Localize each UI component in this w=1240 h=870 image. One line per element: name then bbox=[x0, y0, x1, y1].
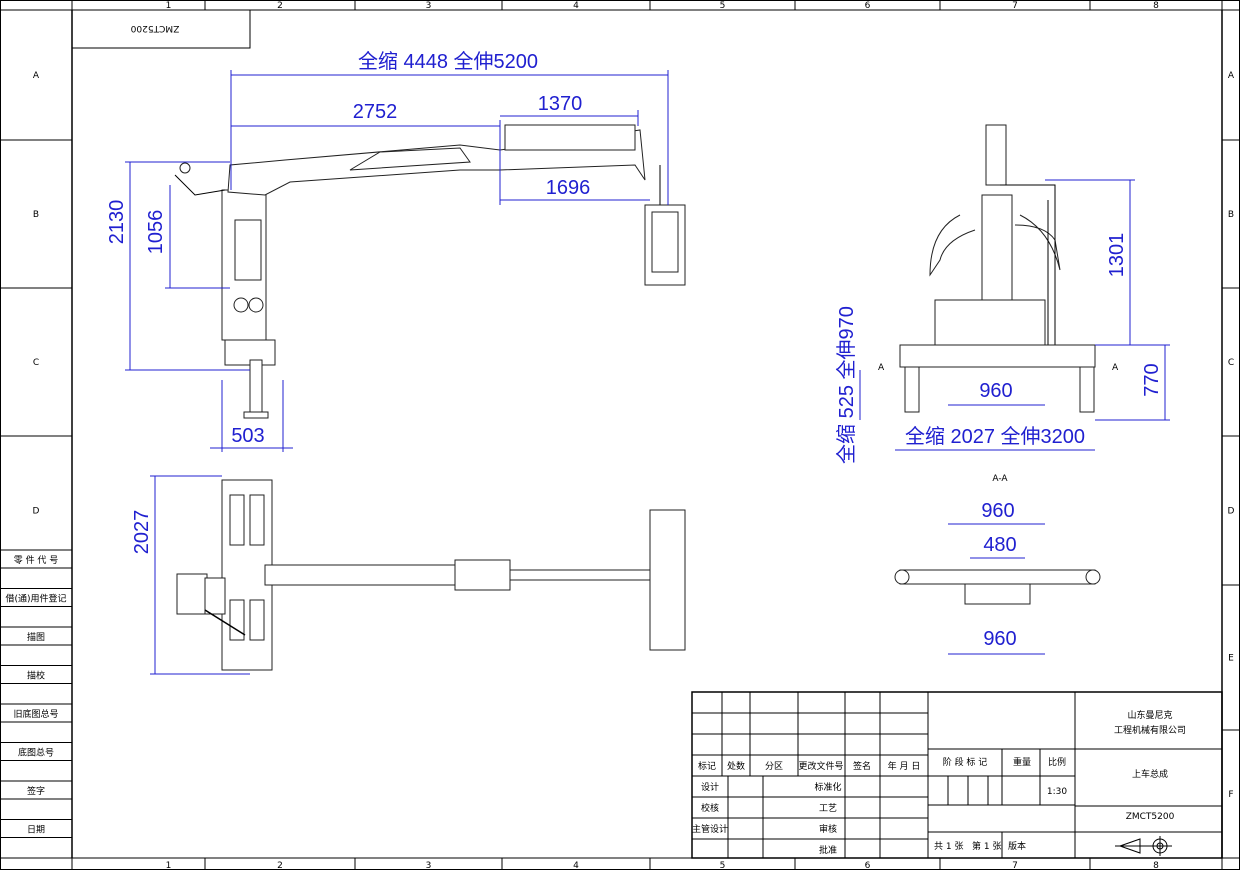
grid-column-label: 4 bbox=[573, 1, 579, 11]
grid-row-label: F bbox=[1228, 790, 1233, 800]
grid-column-label: 3 bbox=[426, 861, 432, 870]
revision-header: 分区 bbox=[765, 761, 783, 772]
dim-boom3: 1696 bbox=[546, 177, 591, 199]
weight-label: 重量 bbox=[1013, 756, 1031, 768]
grid-column-label: 1 bbox=[166, 861, 172, 870]
section-label: A-A bbox=[992, 474, 1008, 484]
approval-label: 审核 bbox=[819, 823, 837, 835]
grid-row-label: D bbox=[1228, 507, 1235, 517]
grid-column-label: 8 bbox=[1153, 1, 1159, 11]
side-strip-label: 零 件 代 号 bbox=[14, 554, 59, 566]
grid-column-label: 8 bbox=[1153, 861, 1159, 870]
side-view-dimensions: 全缩 4448 全伸5200 2752 1370 1696 2130 1056 … bbox=[106, 50, 669, 452]
grid-row-label: B bbox=[1228, 210, 1234, 220]
side-view-crane bbox=[174, 124, 686, 419]
dim-outrigger-inner: 960 bbox=[979, 380, 1012, 402]
grid-column-label: 2 bbox=[277, 861, 283, 870]
side-strip-label: 借(通)用件登记 bbox=[5, 593, 66, 605]
dim-leg-height: 770 bbox=[1141, 363, 1163, 396]
dim-leg-stroke: 全缩 525 全伸970 bbox=[835, 306, 858, 464]
sheet-number: 第 1 张 bbox=[972, 840, 1001, 852]
dim-section-mid: 480 bbox=[983, 534, 1016, 556]
role-label: 主管设计 bbox=[692, 823, 728, 835]
dim-boom2: 1370 bbox=[538, 93, 583, 115]
rear-view-dimensions: 1301 770 全缩 525 全伸970 960 全缩 2027 全伸3200… bbox=[835, 179, 1170, 464]
grid-row-label: D bbox=[33, 507, 40, 517]
section-marker-right: A bbox=[1112, 363, 1119, 373]
section-marker-left: A bbox=[878, 363, 885, 373]
revision-header: 签名 bbox=[853, 760, 871, 772]
side-strip-label: 底图总号 bbox=[18, 747, 54, 759]
dim-outrigger-span: 全缩 2027 全伸3200 bbox=[905, 425, 1085, 448]
dim-height-total: 2130 bbox=[106, 200, 128, 245]
company-name-line2: 工程机械有限公司 bbox=[1114, 724, 1186, 736]
side-strip-label: 签字 bbox=[27, 785, 45, 797]
dim-section-top: 960 bbox=[981, 500, 1014, 522]
grid-row-label: A bbox=[1228, 71, 1235, 81]
approval-label: 标准化 bbox=[814, 781, 841, 793]
grid-column-label: 1 bbox=[166, 1, 172, 11]
rear-view-crane bbox=[899, 124, 1096, 413]
sheets-total: 共 1 张 bbox=[934, 841, 963, 852]
section-a-a: A-A 960 480 960 bbox=[894, 474, 1101, 655]
grid-column-label: 3 bbox=[426, 1, 432, 11]
version-label: 版本 bbox=[1008, 840, 1026, 852]
title-block: 标记处数 分区 更改文件号签名 年 月 日设计校核主管设计 标准化工艺审核批准 山东曼尼… bbox=[691, 691, 1223, 859]
grid-column-label: 5 bbox=[720, 861, 726, 870]
scale-label: 比例 bbox=[1048, 756, 1066, 768]
grid-row-label: B bbox=[33, 210, 39, 220]
grid-column-label: 5 bbox=[720, 1, 726, 11]
revision-header: 年 月 日 bbox=[888, 760, 921, 772]
drawing-title: 上车总成 bbox=[1132, 768, 1168, 780]
role-label: 校核 bbox=[701, 802, 719, 814]
role-label: 设计 bbox=[701, 781, 719, 793]
dim-side-height: 1301 bbox=[1106, 233, 1128, 278]
drawing-number-box: ZMCT5200 bbox=[130, 23, 179, 33]
dim-total-length: 全缩 4448 全伸5200 bbox=[358, 50, 538, 73]
grid-column-label: 7 bbox=[1012, 861, 1018, 870]
side-strip-label: 旧底图总号 bbox=[13, 708, 58, 720]
approval-label: 批准 bbox=[819, 844, 837, 856]
stage-label: 阶 段 标 记 bbox=[943, 756, 988, 768]
approval-label: 工艺 bbox=[819, 803, 837, 814]
plan-view-dimensions: 2027 bbox=[131, 475, 250, 675]
dim-base-width: 503 bbox=[231, 425, 264, 447]
side-strip-label: 日期 bbox=[27, 825, 45, 836]
grid-row-label: C bbox=[33, 358, 39, 368]
company-name-line1: 山东曼尼克 bbox=[1127, 709, 1172, 721]
projection-symbol-icon bbox=[1115, 836, 1172, 856]
dim-section-bottom: 960 bbox=[983, 628, 1016, 650]
side-strip-label: 描图 bbox=[27, 631, 45, 643]
grid-row-label: A bbox=[33, 71, 40, 81]
side-strip-label: 描校 bbox=[27, 670, 45, 682]
dim-plan-width: 2027 bbox=[131, 510, 153, 555]
grid-column-label: 4 bbox=[573, 861, 579, 870]
plan-view-crane bbox=[176, 479, 686, 671]
dim-boom1: 2752 bbox=[353, 101, 398, 123]
revision-header: 处数 bbox=[727, 760, 745, 772]
grid-row-label: C bbox=[1228, 358, 1234, 368]
grid-row-label: E bbox=[1228, 654, 1234, 664]
grid-column-label: 6 bbox=[865, 1, 871, 11]
grid-column-label: 2 bbox=[277, 1, 283, 11]
grid-column-label: 6 bbox=[865, 861, 871, 870]
dim-height-arm: 1056 bbox=[145, 210, 167, 255]
drawing-code: ZMCT5200 bbox=[1126, 812, 1175, 822]
revision-header: 标记 bbox=[698, 760, 716, 772]
grid-column-label: 7 bbox=[1012, 1, 1018, 11]
scale-value: 1:30 bbox=[1047, 787, 1067, 797]
revision-header: 更改文件号 bbox=[798, 760, 843, 772]
